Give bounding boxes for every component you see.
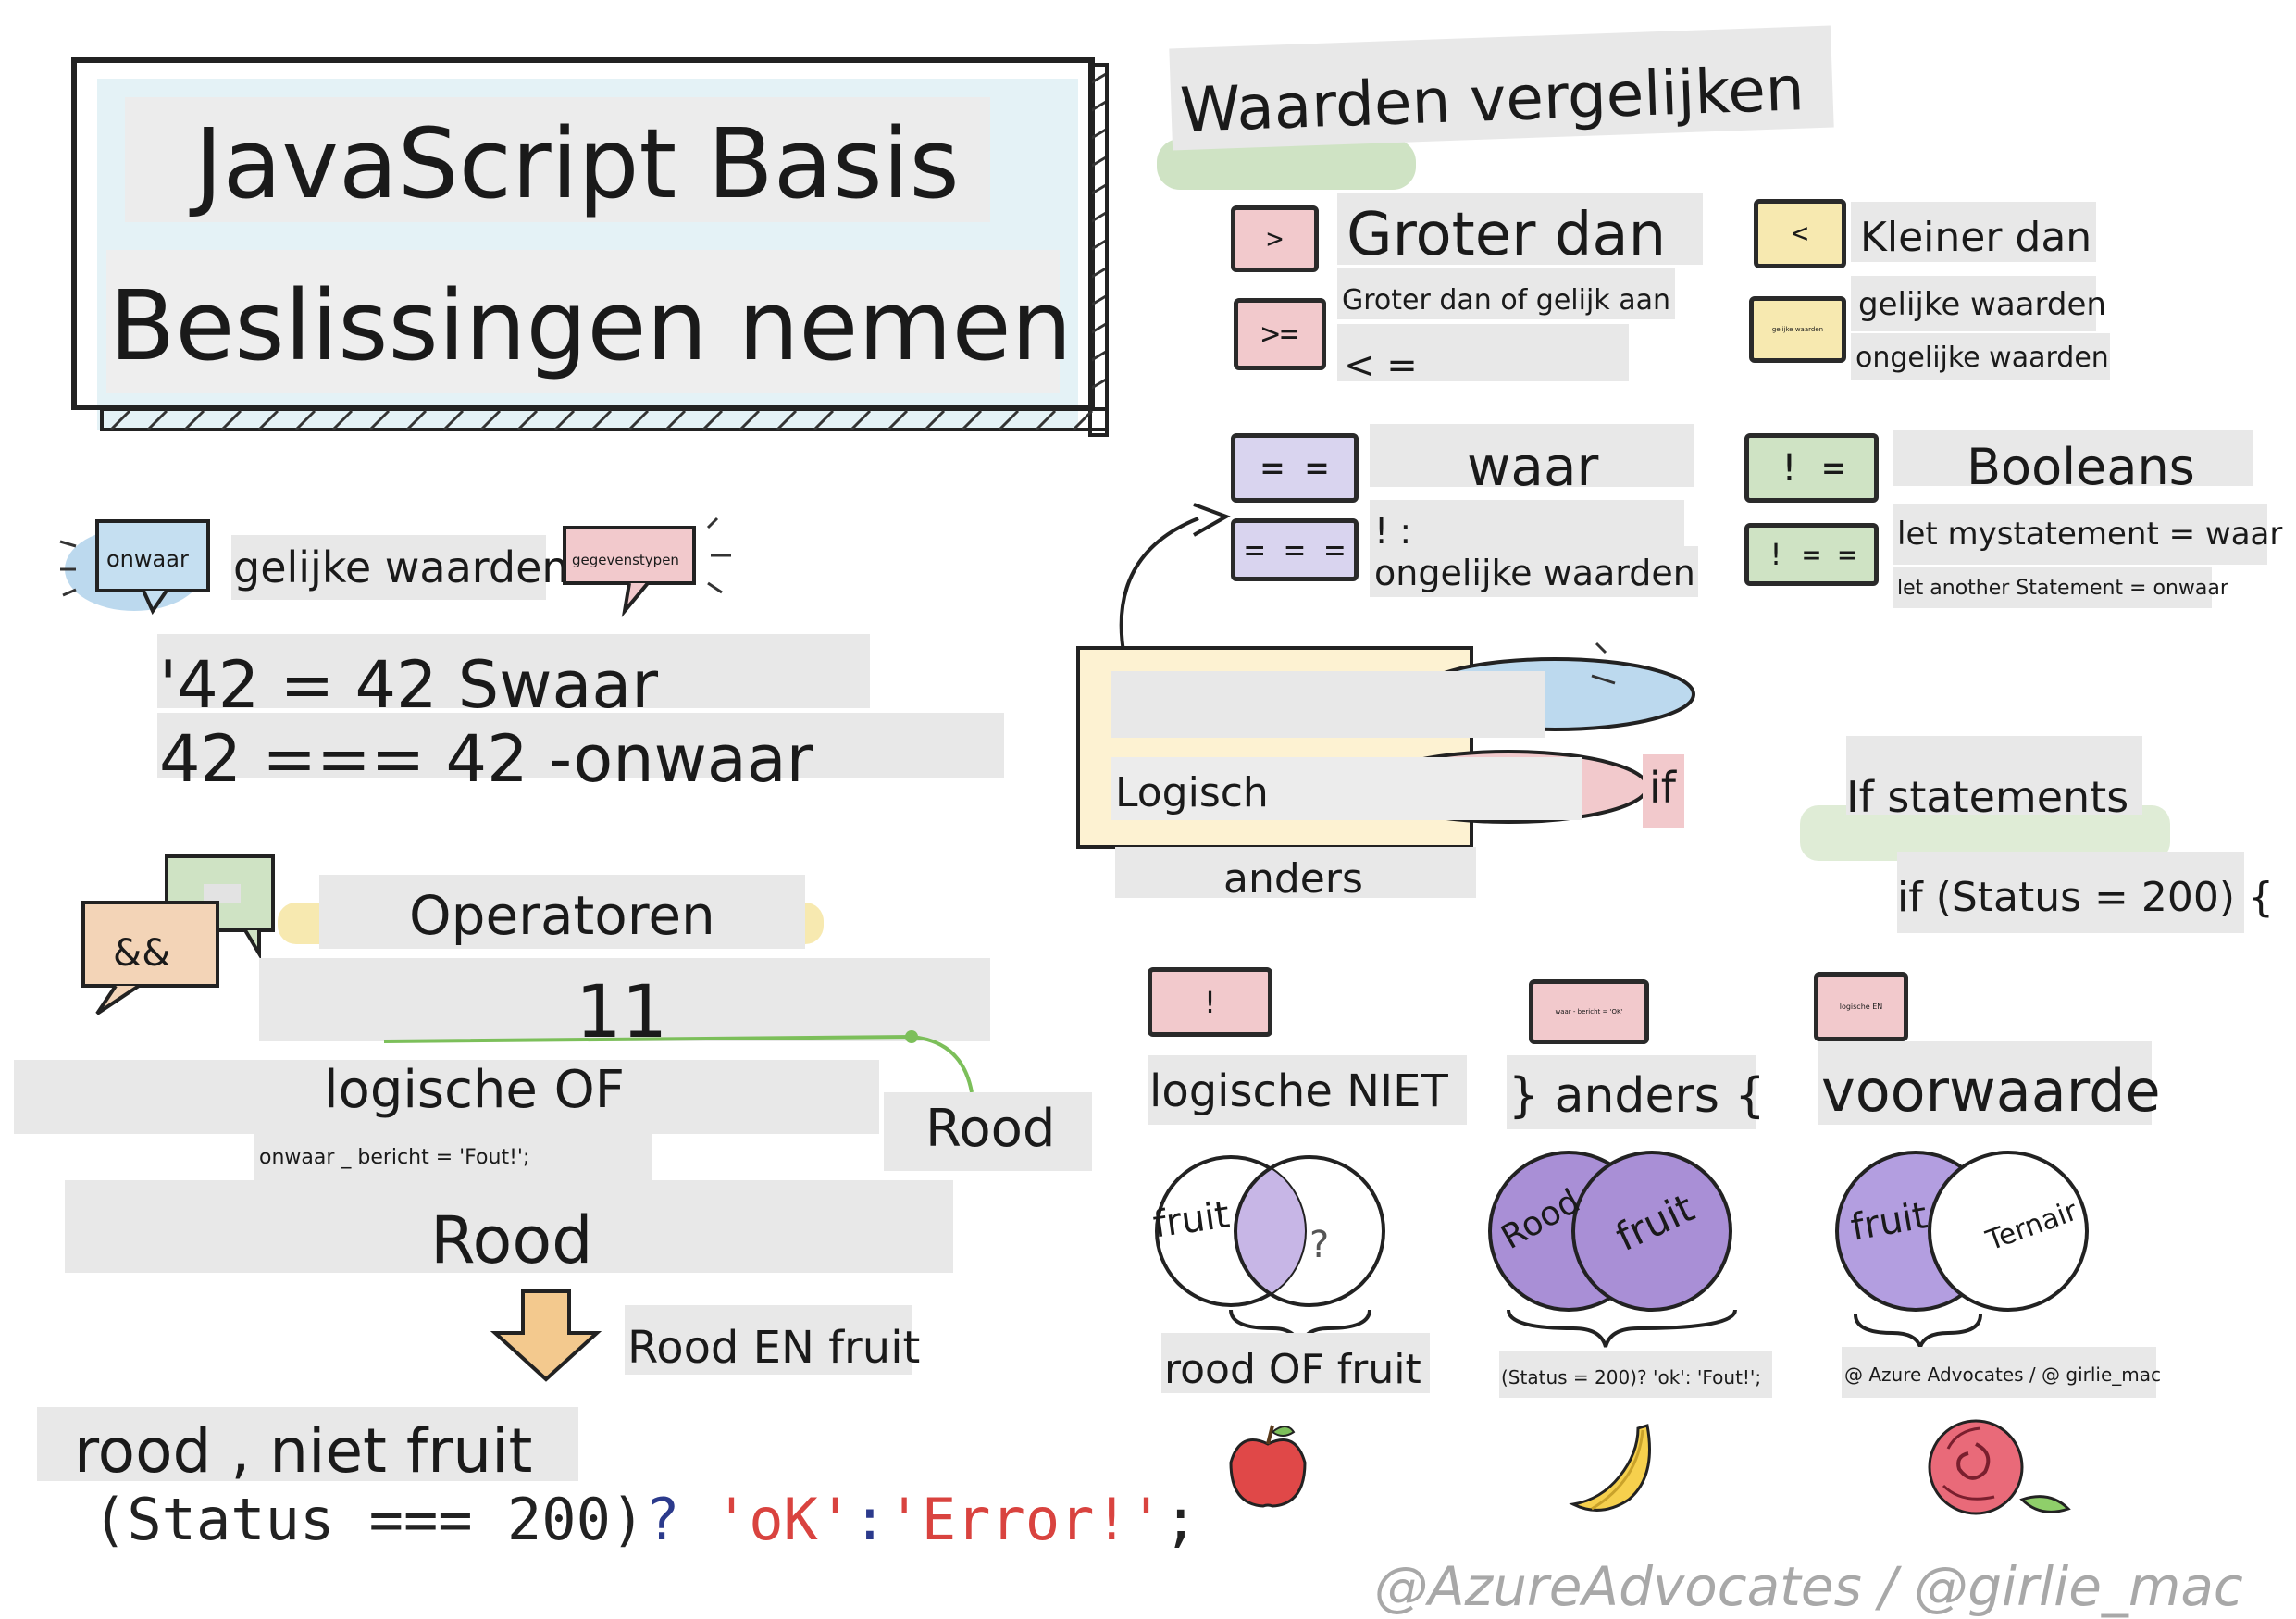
lt-symbol-box: < <box>1754 199 1846 268</box>
operatoren-heading: Operatoren <box>409 884 715 947</box>
apple-icon <box>1229 1425 1307 1508</box>
status-ternary-code: (Status = 200)? 'ok': 'Fout!'; <box>1501 1366 1762 1389</box>
banana-icon <box>1569 1424 1651 1512</box>
connector-line <box>383 1030 974 1093</box>
ternary-question: ? <box>645 1486 680 1553</box>
venn1-right-label: ? <box>1309 1224 1330 1266</box>
equal-values-box: gelijke waarden <box>1749 296 1846 363</box>
if-label: if <box>1649 763 1676 813</box>
not-colon-label: ! : <box>1374 511 1412 552</box>
venn1-left-label: fruit <box>1150 1193 1233 1247</box>
rood-label-right: Rood <box>925 1099 1056 1159</box>
double-equal-box: = = <box>1231 433 1359 503</box>
anders-block-label: } anders { <box>1508 1068 1766 1124</box>
gt-label: Groter dan <box>1347 201 1667 269</box>
lte-label: < = <box>1344 344 1418 387</box>
voorwaarde-label: voorwaarde <box>1821 1057 2161 1125</box>
arrow-down-icon <box>490 1289 602 1382</box>
logisch-label: Logisch <box>1115 769 1269 816</box>
if-status-code: if (Status = 200) { <box>1897 874 2275 921</box>
triple-equal-box: = = = <box>1231 518 1359 581</box>
if-statements-heading: If statements <box>1846 772 2129 822</box>
anders-label: anders <box>1223 855 1363 903</box>
rood-of-fruit-label: rood OF fruit <box>1164 1346 1421 1393</box>
logical-and-box: logische EN <box>1814 972 1908 1041</box>
not-equal-box: ! = <box>1744 433 1879 503</box>
let-mystatement: let mystatement = waar <box>1897 516 2283 553</box>
gelijke-waarden-right: gelijke waarden <box>1858 286 2106 323</box>
ternary-ok: 'oK' <box>714 1486 853 1553</box>
rose-icon <box>1928 1419 2071 1515</box>
speech-bubble-pink <box>563 517 731 617</box>
gte-label: Groter dan of gelijk aan <box>1342 284 1670 317</box>
let-another-statement: let another Statement = onwaar <box>1897 577 2228 600</box>
not-symbol-box: ! <box>1148 967 1272 1037</box>
highlight-pink-if <box>1643 754 1684 828</box>
logische-niet-label: logische NIET <box>1149 1065 1448 1117</box>
bubble-gegevenstypen-label: gegevenstypen <box>572 552 679 568</box>
equality-example-2: 42 === 42 -onwaar <box>159 721 813 797</box>
ongelijke-waarden-top: ongelijke waarden <box>1855 342 2109 374</box>
gelijke-waarden-label: gelijke waarden <box>233 542 569 592</box>
venn-diagram-ternary <box>1835 1151 2089 1312</box>
rood-label-center: Rood <box>430 1202 593 1278</box>
strict-not-equal-box: ! = = <box>1744 523 1879 586</box>
ternary-code-line: (Status === 200)? 'oK':'Error!'; <box>93 1486 1198 1569</box>
and-bubbles <box>81 854 275 1015</box>
gt-symbol-box: > <box>1231 205 1319 272</box>
logische-of-label: logische OF <box>324 1060 625 1120</box>
title-line-2: Beslissingen nemen <box>109 269 1073 382</box>
rood-niet-fruit-label: rood , niet fruit <box>74 1415 533 1487</box>
ongelijke-waarden-label: ongelijke waarden <box>1374 553 1695 593</box>
rood-en-fruit-label: Rood EN fruit <box>627 1322 921 1374</box>
ternary-example-box: waar - bericht = 'OK' <box>1529 979 1649 1044</box>
lt-label: Kleiner dan <box>1860 214 2092 261</box>
gte-symbol-box: >= <box>1234 298 1326 370</box>
speech-bubble-blue <box>59 519 210 616</box>
credit-small: @ Azure Advocates / @ girlie_mac <box>1844 1364 2162 1386</box>
bubble-and-label: && <box>113 932 171 975</box>
equality-example-1: '42 = 42 Swaar <box>159 647 659 723</box>
curved-arrow-icon <box>1119 503 1231 658</box>
ternary-semicolon: ; <box>1163 1486 1198 1553</box>
ternary-error: 'Error!' <box>887 1486 1164 1553</box>
venn-diagram-or <box>1155 1155 1385 1307</box>
credit-big: @AzureAdvocates / @girlie_mac <box>1374 1555 2243 1618</box>
onwaar-bericht-code: onwaar _ bericht = 'Fout!'; <box>259 1146 530 1169</box>
title-line-1: JavaScript Basis <box>194 107 960 220</box>
booleans-label: Booleans <box>1967 438 2195 496</box>
ternary-condition: (Status === 200) <box>93 1486 646 1553</box>
or-symbol: 11 <box>576 971 668 1054</box>
waar-label: waar <box>1467 435 1599 498</box>
bubble-onwaar-label: onwaar <box>106 546 189 572</box>
venn-diagram-and <box>1488 1151 1732 1312</box>
ternary-colon: : <box>852 1486 887 1553</box>
